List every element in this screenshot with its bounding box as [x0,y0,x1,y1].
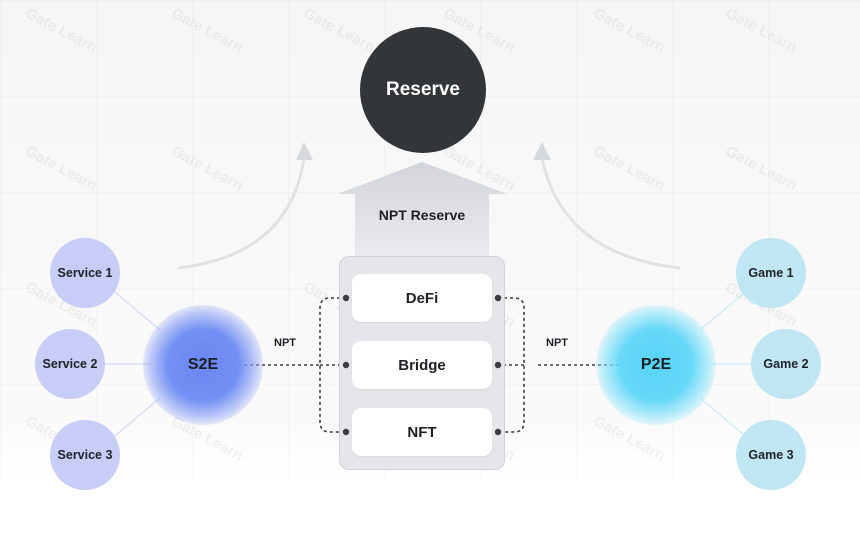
spoke-game-1 [699,287,751,331]
dot [342,428,350,436]
game-label: Game 2 [763,357,809,371]
game-node-2: Game 2 [751,329,821,399]
dot [342,361,350,369]
spoke-service-1 [109,287,161,331]
dot [494,294,502,302]
nft-box: NFT [352,408,492,456]
spoke-service-3 [109,397,161,441]
right-bracket [498,297,525,433]
p2e-hub: P2E [596,305,716,425]
s2e-hub: S2E [143,305,263,425]
npt-reserve-arrow [337,162,507,258]
dot [494,361,502,369]
game-node-1: Game 1 [736,238,806,308]
npt-label-left: NPT [274,337,296,349]
defi-box: DeFi [352,274,492,322]
reserve-label: Reserve [386,79,460,100]
bridge-box: Bridge [352,341,492,389]
npt-label-right: NPT [546,337,568,349]
reserve-node: Reserve [360,27,486,153]
left-curved-arrow [177,157,306,270]
npt-reserve-label: NPT Reserve [378,207,466,223]
right-curved-arrow [540,157,681,270]
game-node-3: Game 3 [736,420,806,490]
left-arrowhead [296,142,313,160]
service-label: Service 3 [57,448,113,462]
service-label: Service 1 [57,266,113,280]
service-node-1: Service 1 [50,238,120,308]
right-arrowhead [533,142,551,160]
p2e-label: P2E [640,356,672,373]
service-label: Service 2 [42,357,98,371]
dot [342,294,350,302]
game-label: Game 1 [748,266,794,280]
service-node-2: Service 2 [35,329,105,399]
game-label: Game 3 [748,448,794,462]
s2e-label: S2E [187,356,219,373]
dot [494,428,502,436]
spoke-game-3 [699,397,751,441]
service-node-3: Service 3 [50,420,120,490]
left-bracket [319,297,346,433]
